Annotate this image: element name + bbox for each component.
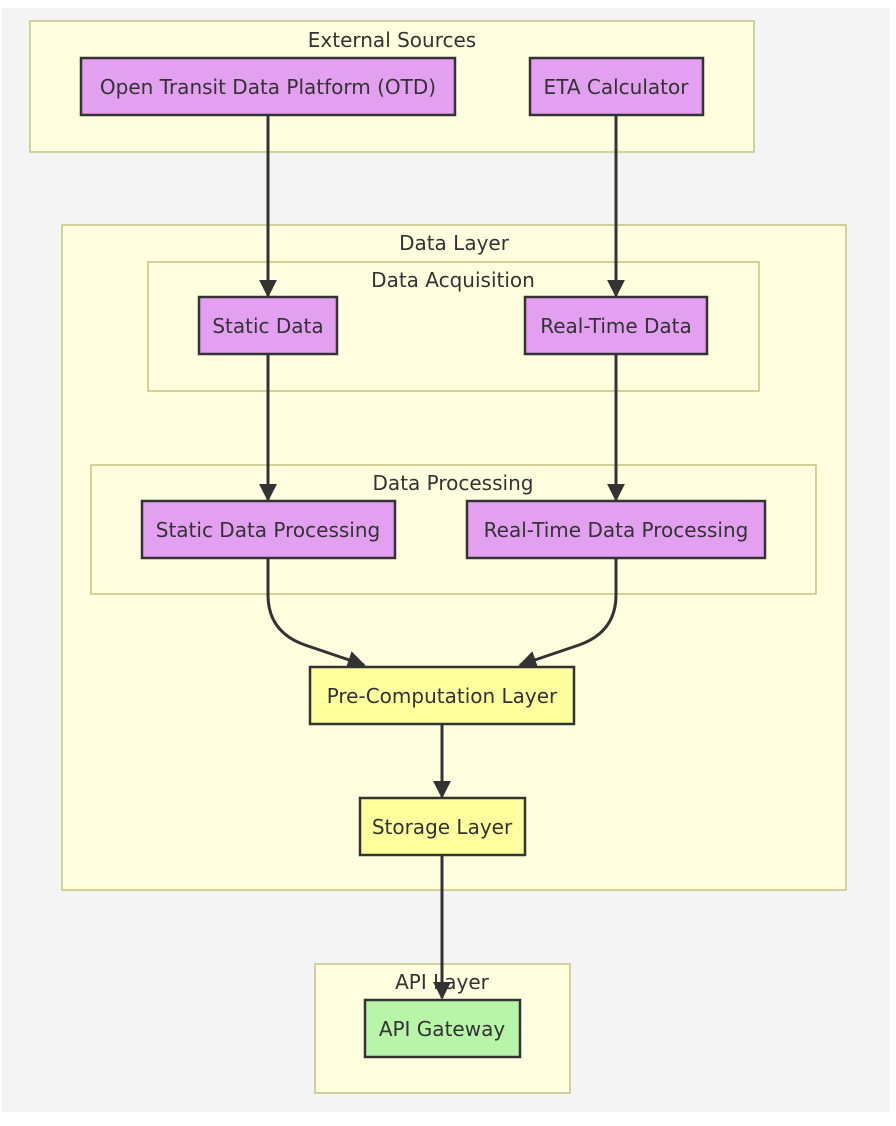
node-eta-calculator: ETA Calculator: [528, 56, 705, 117]
node-static-processing-box: [140, 499, 397, 560]
node-precomputation: Pre-Computation Layer: [308, 665, 576, 726]
group-data-processing-label: Data Processing: [373, 471, 534, 495]
node-api-gateway-box: [363, 998, 522, 1059]
node-storage-box: [358, 796, 527, 857]
node-eta-calculator-box: [528, 56, 705, 117]
node-static-data-box: [197, 295, 339, 356]
node-static-data: Static Data: [197, 295, 339, 356]
node-static-data-label: Static Data: [212, 314, 323, 338]
node-storage-label: Storage Layer: [372, 815, 513, 839]
node-storage: Storage Layer: [358, 796, 527, 857]
node-realtime-processing-label: Real-Time Data Processing: [484, 518, 749, 542]
node-otd: Open Transit Data Platform (OTD): [79, 56, 457, 117]
node-static-processing-label: Static Data Processing: [156, 518, 380, 542]
node-realtime-processing: Real-Time Data Processing: [465, 499, 767, 560]
node-realtime-data-box: [523, 295, 709, 356]
edge-realtime-processing-to-precomputation: [518, 558, 618, 669]
edges: [259, 116, 625, 1000]
node-precomputation-box: [308, 665, 576, 726]
node-api-gateway: API Gateway: [363, 998, 522, 1059]
node-realtime-data-label: Real-Time Data: [540, 314, 692, 338]
group-external-sources-label: External Sources: [308, 28, 476, 52]
node-otd-box: [79, 56, 457, 117]
edge-static-processing-to-precomputation: [266, 558, 366, 669]
group-data-acquisition-label: Data Acquisition: [371, 268, 535, 292]
node-static-processing: Static Data Processing: [140, 499, 397, 560]
node-precomputation-label: Pre-Computation Layer: [327, 684, 558, 708]
node-realtime-processing-box: [465, 499, 767, 560]
node-api-gateway-label: API Gateway: [379, 1017, 506, 1041]
node-realtime-data: Real-Time Data: [523, 295, 709, 356]
node-eta-calculator-label: ETA Calculator: [544, 75, 690, 99]
group-data-layer-label: Data Layer: [399, 231, 510, 255]
node-otd-label: Open Transit Data Platform (OTD): [100, 75, 436, 99]
